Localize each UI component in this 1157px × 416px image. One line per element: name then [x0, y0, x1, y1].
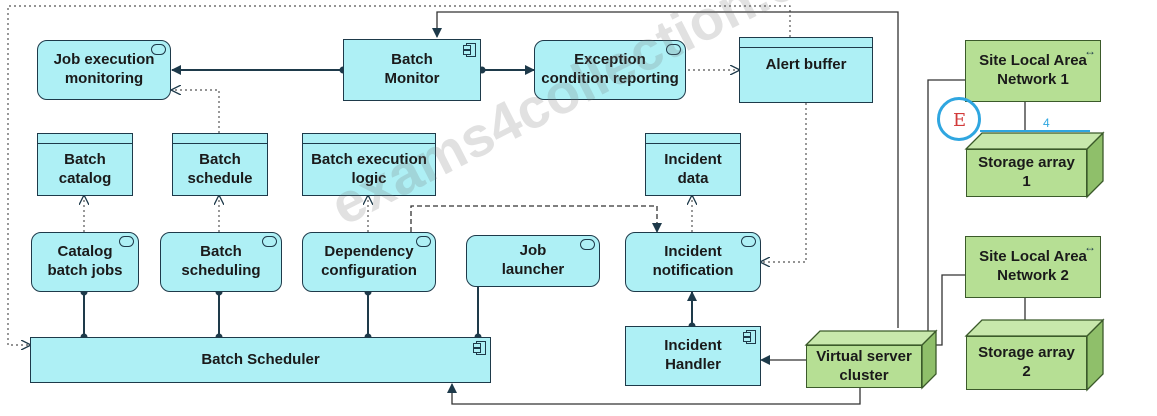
- site-lan-1-network[interactable]: Site Local Area Network 1 ↔: [965, 40, 1101, 102]
- catalog-batch-jobs-label: Catalog batch jobs: [47, 243, 123, 279]
- dependency-configuration-service[interactable]: Dependency configuration: [302, 232, 436, 292]
- batch-execution-logic-data-object[interactable]: Batch execution logic: [302, 133, 436, 196]
- batch-execution-logic-label: Batch execution logic: [311, 150, 427, 187]
- service-icon: [262, 236, 277, 247]
- storage-array-1-node[interactable]: Storage array 1: [966, 149, 1087, 197]
- service-icon: [416, 236, 431, 247]
- component-icon: [743, 330, 756, 344]
- storage-array-1-label: Storage array 1: [978, 154, 1075, 190]
- batch-catalog-data-object[interactable]: Batch catalog: [37, 133, 133, 196]
- batch-schedule-label: Batch schedule: [187, 150, 253, 187]
- batch-monitor-component[interactable]: Batch Monitor: [343, 39, 481, 101]
- storage-array-2-node[interactable]: Storage array 2: [966, 336, 1087, 390]
- component-icon: [473, 341, 486, 355]
- cluster-to-scheduler: [447, 383, 861, 405]
- catalog-batch-jobs-service[interactable]: Catalog batch jobs: [31, 232, 139, 292]
- job-launcher-service[interactable]: Job launcher: [466, 235, 600, 287]
- cluster-top: [804, 330, 938, 346]
- job-execution-monitoring-service[interactable]: Job execution monitoring: [37, 40, 171, 100]
- exception-condition-reporting-label: Exception condition reporting: [541, 51, 679, 87]
- storage1-top: [964, 132, 1105, 150]
- storage-array-2-label: Storage array 2: [978, 344, 1075, 380]
- batch-monitor-label: Batch Monitor: [384, 51, 440, 87]
- service-icon: [119, 236, 134, 247]
- batch-schedule-data-object[interactable]: Batch schedule: [172, 133, 268, 196]
- dependency-to-notification: [410, 205, 662, 233]
- dependency-configuration-label: Dependency configuration: [321, 243, 417, 279]
- network-icon: ↔: [1084, 44, 1096, 58]
- batch-scheduling-service[interactable]: Batch scheduling: [160, 232, 282, 292]
- site-lan-2-label: Site Local Area Network 2: [979, 248, 1087, 284]
- virtual-server-cluster-label: Virtual server cluster: [816, 347, 912, 384]
- service-icon: [580, 239, 595, 250]
- storage2-top: [964, 319, 1105, 337]
- lan2-to-cluster: [936, 274, 965, 346]
- incident-handler-component[interactable]: Incident Handler: [625, 326, 761, 386]
- alert-to-scheduler-flow: [7, 5, 791, 345]
- incident-handler-label: Incident Handler: [664, 337, 722, 373]
- lan1-to-cluster: [927, 79, 965, 331]
- service-icon: [666, 44, 681, 55]
- virtual-server-cluster-node[interactable]: Virtual server cluster: [806, 345, 922, 388]
- incident-notification-service[interactable]: Incident notification: [625, 232, 761, 292]
- cluster-to-monitor-serving: [432, 11, 899, 328]
- job-launcher-label: Job launcher: [501, 242, 565, 278]
- schedule-to-job-exec: [172, 90, 220, 133]
- batch-scheduling-label: Batch scheduling: [181, 243, 261, 279]
- incident-data-label: Incident data: [664, 150, 722, 187]
- service-icon: [151, 44, 166, 55]
- alert-buffer-data-object[interactable]: Alert buffer: [739, 37, 873, 103]
- alert-to-notification: [761, 103, 807, 262]
- component-icon: [463, 43, 476, 57]
- site-logo-digit: 4: [1043, 116, 1050, 130]
- batch-scheduler-component[interactable]: Batch Scheduler: [30, 337, 491, 383]
- exception-condition-reporting-service[interactable]: Exception condition reporting: [534, 40, 686, 100]
- site-logo-underline: [980, 130, 1090, 132]
- batch-scheduler-label: Batch Scheduler: [201, 350, 320, 368]
- incident-data-data-object[interactable]: Incident data: [645, 133, 741, 196]
- site-lan-2-network[interactable]: Site Local Area Network 2 ↔: [965, 236, 1101, 298]
- site-logo-letter: E: [953, 110, 967, 131]
- alert-buffer-label: Alert buffer: [765, 56, 847, 73]
- incident-notification-label: Incident notification: [652, 243, 734, 279]
- batch-catalog-label: Batch catalog: [58, 150, 112, 187]
- service-icon: [741, 236, 756, 247]
- network-icon: ↔: [1084, 240, 1096, 254]
- job-execution-monitoring-label: Job execution monitoring: [53, 51, 155, 87]
- site-logo-ring: [937, 97, 981, 141]
- site-lan-1-label: Site Local Area Network 1: [979, 52, 1087, 88]
